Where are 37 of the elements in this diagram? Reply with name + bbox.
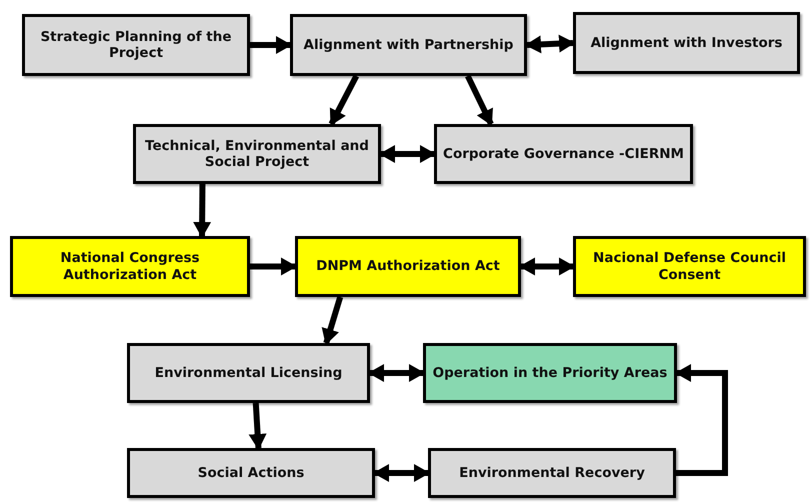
arrow	[322, 296, 344, 345]
box-label: Nacional Defense Council Consent	[592, 250, 787, 283]
box-label: Operation in the Priority Areas	[432, 364, 668, 382]
process-box	[423, 343, 677, 403]
arrow	[525, 34, 575, 54]
process-box	[127, 343, 370, 403]
arrow	[193, 184, 212, 238]
box-label: Alignment with Investors	[590, 34, 782, 52]
process-box	[434, 124, 693, 184]
process-box	[10, 236, 250, 297]
process-box	[290, 14, 527, 76]
box-label: Environmental Licensing	[154, 364, 342, 382]
arrow	[368, 364, 425, 382]
process-box	[127, 448, 375, 498]
box-label: Technical, Environmental and Social Project	[144, 138, 370, 170]
arrow	[373, 464, 430, 482]
arrow	[379, 145, 436, 163]
box-label: Social Actions	[198, 464, 304, 482]
process-box	[573, 236, 806, 297]
arrow	[465, 74, 494, 126]
arrow	[675, 364, 728, 476]
box-label: Strategic Planning of the Project	[39, 28, 233, 62]
process-box	[428, 448, 676, 498]
box-label: Alignment with Partnership	[304, 36, 514, 54]
arrow	[519, 258, 575, 276]
process-box	[133, 124, 381, 184]
arrow	[248, 402, 267, 450]
box-label: National Congress Authorization Act	[59, 250, 201, 283]
box-label: Corporate Governance -CIERNM	[443, 146, 684, 162]
arrow	[250, 36, 292, 54]
arrow	[250, 258, 297, 276]
box-label: DNPM Authorization Act	[316, 258, 500, 275]
box-label: Environmental Recovery	[459, 464, 645, 482]
process-box	[573, 12, 800, 74]
process-box	[22, 14, 250, 76]
arrow	[328, 74, 360, 126]
process-box	[295, 236, 521, 297]
